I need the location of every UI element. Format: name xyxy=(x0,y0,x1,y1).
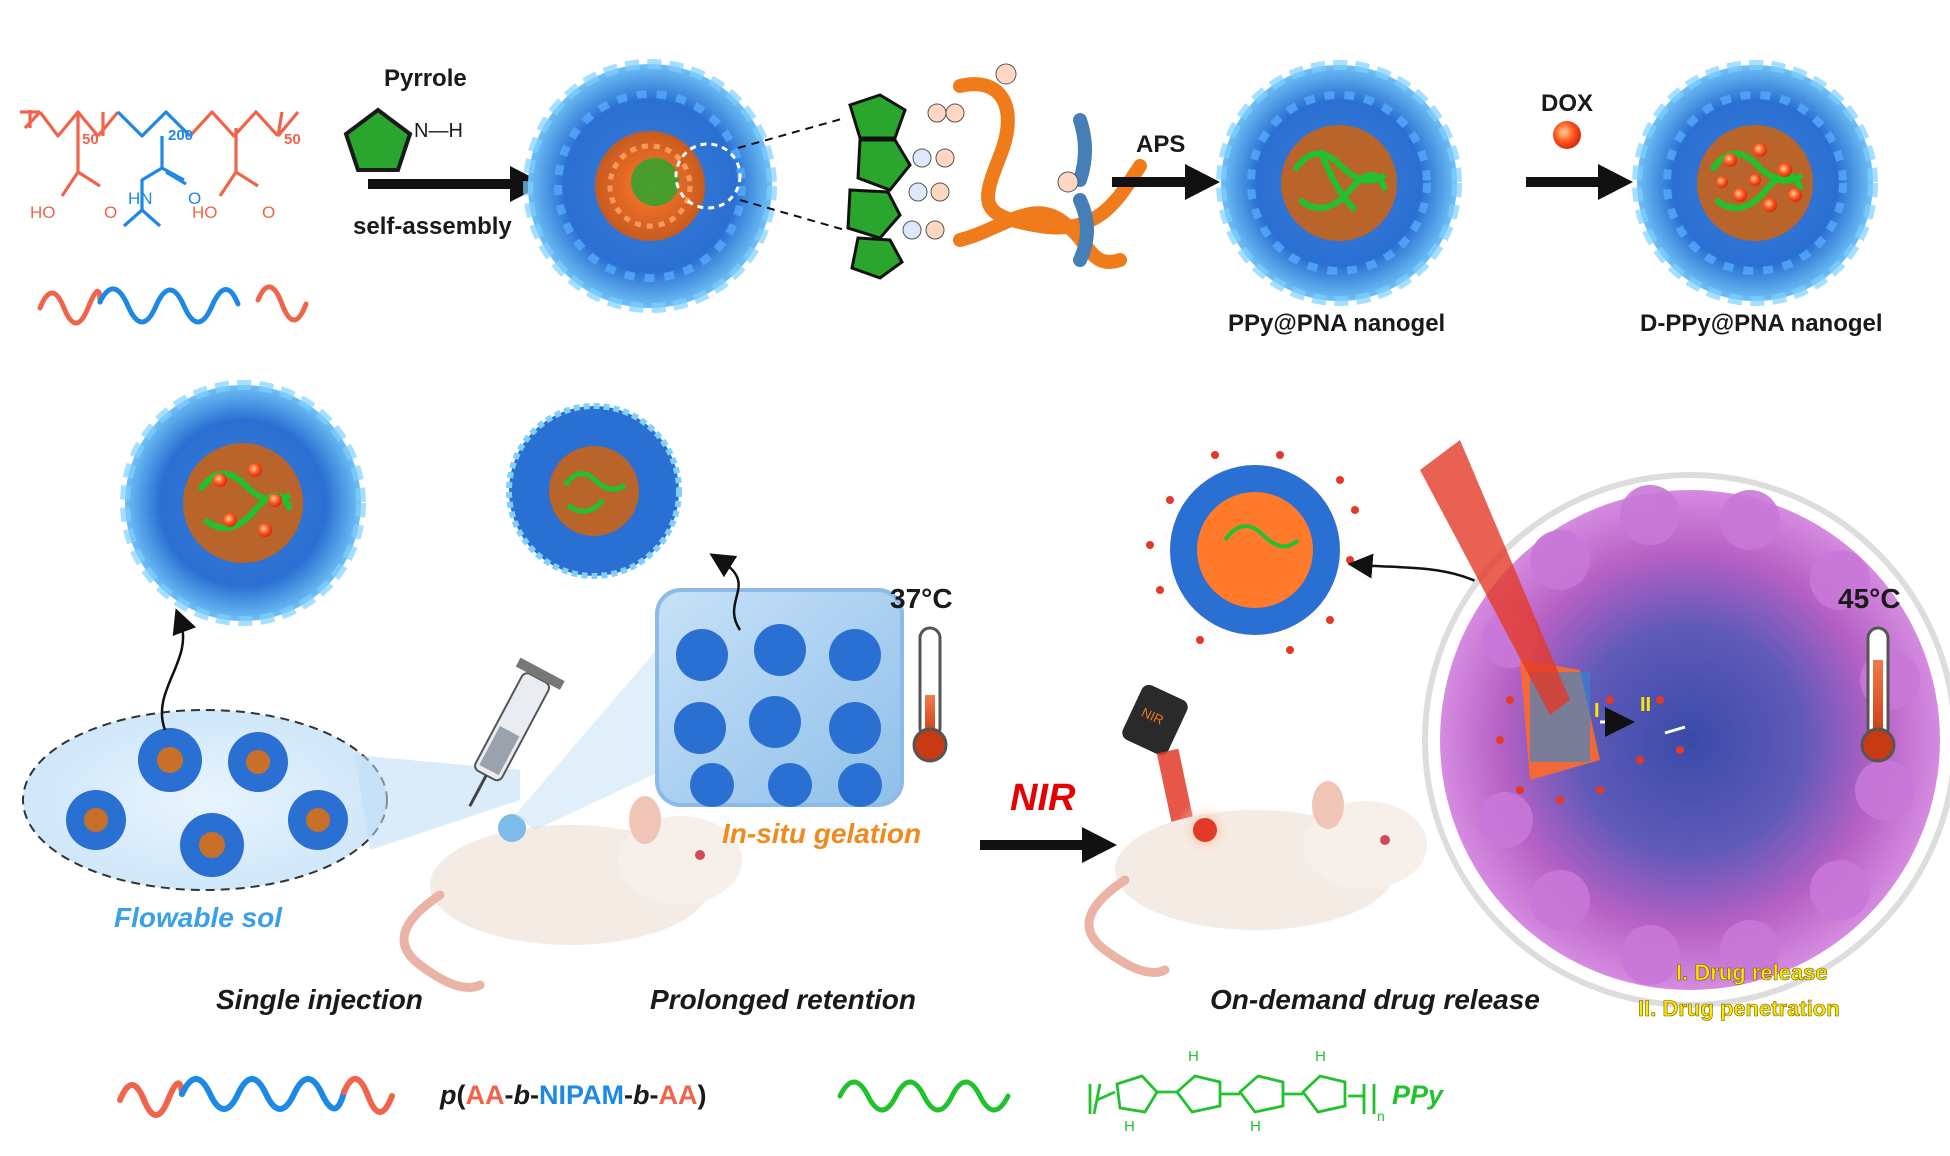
polymer-o-right: O xyxy=(262,203,275,222)
pyrrole-nh-label: N—H xyxy=(414,120,463,142)
legend-dash-4: - xyxy=(649,1080,659,1110)
polymer-o-left: O xyxy=(104,203,117,222)
legend-ppy-label: PPy xyxy=(1392,1080,1444,1110)
legend-p: p xyxy=(440,1080,457,1110)
polymer-sub-50-right: 50 xyxy=(284,131,301,148)
polymer-structure xyxy=(20,110,300,228)
polymer-sub-200: 200 xyxy=(168,127,193,144)
polymer-o-mid: O xyxy=(188,189,201,208)
gel-cube xyxy=(655,588,904,807)
syringe-icon xyxy=(468,657,565,807)
ppy-pna-nanogel xyxy=(1216,60,1462,306)
marker-ii-label: II xyxy=(1640,694,1652,716)
nir-arrow xyxy=(980,827,1117,863)
temp-37-label: 37°C xyxy=(890,583,953,614)
on-demand-label: On-demand drug release xyxy=(1210,984,1540,1015)
sol-nanogel-enlarged xyxy=(120,380,366,626)
aps-label: APS xyxy=(1136,131,1186,158)
marker-i-label: I xyxy=(1594,700,1600,722)
coo-charges xyxy=(902,103,965,240)
aps-arrow xyxy=(1112,164,1220,200)
gel-zoom-arrow xyxy=(709,553,742,631)
drug-release-label: I. Drug release xyxy=(1676,960,1828,986)
legend-close-paren: ) xyxy=(697,1080,707,1110)
thermometer-37-icon xyxy=(912,626,948,763)
legend-b-1: b xyxy=(513,1080,531,1110)
legend-aa-1: AA xyxy=(465,1080,505,1110)
tumor-illustration xyxy=(1420,440,1950,1008)
in-situ-gelation-label: In-situ gelation xyxy=(722,818,922,849)
legend-dash-2: - xyxy=(530,1080,539,1110)
polymer-ho-right: HO xyxy=(192,203,218,222)
self-assembly-label: self-assembly xyxy=(353,213,512,240)
single-injection-label: Single injection xyxy=(216,984,423,1015)
release-nanogel xyxy=(1146,445,1360,655)
self-assembled-micelle xyxy=(523,59,777,313)
pyrrole-icon xyxy=(343,107,413,172)
ppy-h-bot-1: H xyxy=(1124,1118,1135,1135)
ppy-structure xyxy=(1088,1074,1376,1115)
pyrrole-stack xyxy=(846,93,912,280)
legend-dash-1: - xyxy=(504,1080,514,1110)
d-ppy-pna-nanogel-label: D-PPy@PNA nanogel xyxy=(1640,310,1883,337)
sol-nanogels xyxy=(66,728,348,877)
zoom-beam-sol xyxy=(355,755,520,850)
polymer-sub-50-left: 50 xyxy=(82,131,99,148)
dox-arrow xyxy=(1526,164,1633,200)
legend-nipam: NIPAM xyxy=(539,1080,624,1110)
ppy-h-top-2: H xyxy=(1315,1048,1326,1065)
d-ppy-pna-nanogel xyxy=(1632,60,1878,306)
polymer-hn: HN xyxy=(128,189,153,208)
zoom-dashes xyxy=(737,117,846,231)
legend-copolymer-label: p(AA-b-NIPAM-b-AA) xyxy=(440,1080,707,1111)
ppy-pna-nanogel-label: PPy@PNA nanogel xyxy=(1228,310,1446,337)
gel-nanogel-enlarged xyxy=(506,403,682,579)
pyrrole-label: Pyrrole xyxy=(384,65,467,92)
prolonged-retention-label: Prolonged retention xyxy=(650,984,916,1015)
mouse-left xyxy=(399,796,742,992)
thermometer-45-icon xyxy=(1860,626,1896,763)
legend-b-2: b xyxy=(633,1080,650,1110)
ppy-n-sub: n xyxy=(1377,1108,1385,1124)
dox-label: DOX xyxy=(1541,90,1594,117)
legend-dash-3: - xyxy=(624,1080,633,1110)
ppy-h-bot-2: H xyxy=(1250,1118,1261,1135)
dox-drug-icon xyxy=(1553,121,1581,149)
coo-dot-2 xyxy=(1057,171,1079,193)
legend-ppy-wave xyxy=(837,1079,1011,1113)
coo-dot-1 xyxy=(995,63,1017,85)
flowable-sol-label: Flowable sol xyxy=(114,902,283,933)
legend-aa-2: AA xyxy=(658,1080,698,1110)
ppy-h-top-1: H xyxy=(1188,1048,1199,1065)
legend-open-paren: ( xyxy=(456,1080,466,1110)
aa-chains xyxy=(953,77,1147,269)
polymer-chain-wave xyxy=(37,284,309,326)
drug-penetration-label: II. Drug penetration xyxy=(1638,996,1840,1022)
legend-copolymer-wave xyxy=(117,1076,395,1118)
temp-45-label: 45°C xyxy=(1838,583,1901,614)
nir-label: NIR xyxy=(1010,777,1076,819)
mouse-right xyxy=(1084,781,1427,977)
polymer-ho-left: HO xyxy=(30,203,56,222)
sol-zoom-arrow xyxy=(160,608,197,731)
